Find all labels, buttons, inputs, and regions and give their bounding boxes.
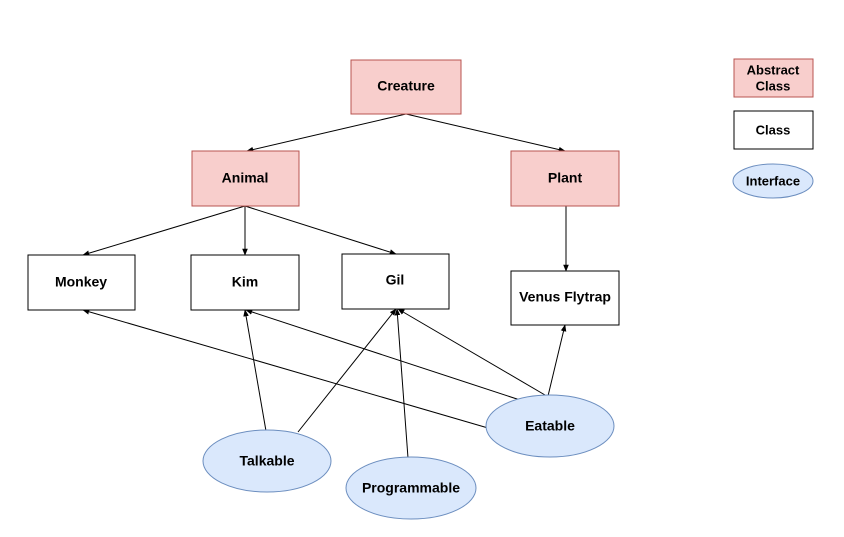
edge-eatable-venus — [547, 324, 567, 397]
edge-eatable-monkey — [82, 309, 489, 429]
node-venus-flytrap-label: Venus Flytrap — [519, 289, 611, 305]
node-eatable-label: Eatable — [525, 418, 575, 434]
edge-animal-gil — [244, 205, 397, 255]
legend-interface-label: Interface — [746, 173, 800, 188]
node-plant-label: Plant — [548, 170, 583, 186]
node-eatable: Eatable — [485, 394, 615, 458]
node-talkable-label: Talkable — [240, 453, 295, 469]
legend-abstract-class: Abstract Class — [733, 58, 814, 98]
legend-class-label: Class — [756, 122, 791, 137]
legend-abstract-line1: Abstract — [747, 62, 800, 77]
edge-creature-plant — [405, 113, 566, 153]
edge-programmable-gil — [394, 308, 409, 459]
node-talkable: Talkable — [202, 429, 332, 493]
legend-abstract-line2: Class — [756, 78, 791, 93]
node-kim-label: Kim — [232, 274, 258, 290]
edge-talkable-kim — [243, 309, 267, 432]
node-programmable-label: Programmable — [362, 480, 460, 496]
edge-eatable-kim — [245, 309, 521, 401]
node-plant: Plant — [510, 150, 620, 207]
edge-creature-animal — [246, 113, 407, 153]
legend-interface: Interface — [732, 163, 814, 199]
node-gil: Gil — [341, 253, 450, 310]
legend-class: Class — [733, 110, 814, 150]
node-creature-label: Creature — [377, 78, 435, 94]
edges — [82, 113, 569, 459]
node-venus-flytrap: Venus Flytrap — [510, 270, 620, 326]
node-monkey-label: Monkey — [55, 274, 107, 290]
node-animal: Animal — [191, 150, 300, 207]
node-kim: Kim — [190, 254, 300, 311]
edge-talkable-gil — [297, 308, 397, 433]
legend: Abstract Class Class Interface — [732, 58, 814, 199]
edge-animal-monkey — [82, 205, 246, 256]
node-monkey: Monkey — [27, 254, 136, 311]
node-animal-label: Animal — [222, 170, 269, 186]
edge-eatable-gil — [397, 308, 546, 396]
node-programmable: Programmable — [345, 456, 477, 520]
node-creature: Creature — [350, 59, 462, 115]
node-gil-label: Gil — [386, 272, 405, 288]
